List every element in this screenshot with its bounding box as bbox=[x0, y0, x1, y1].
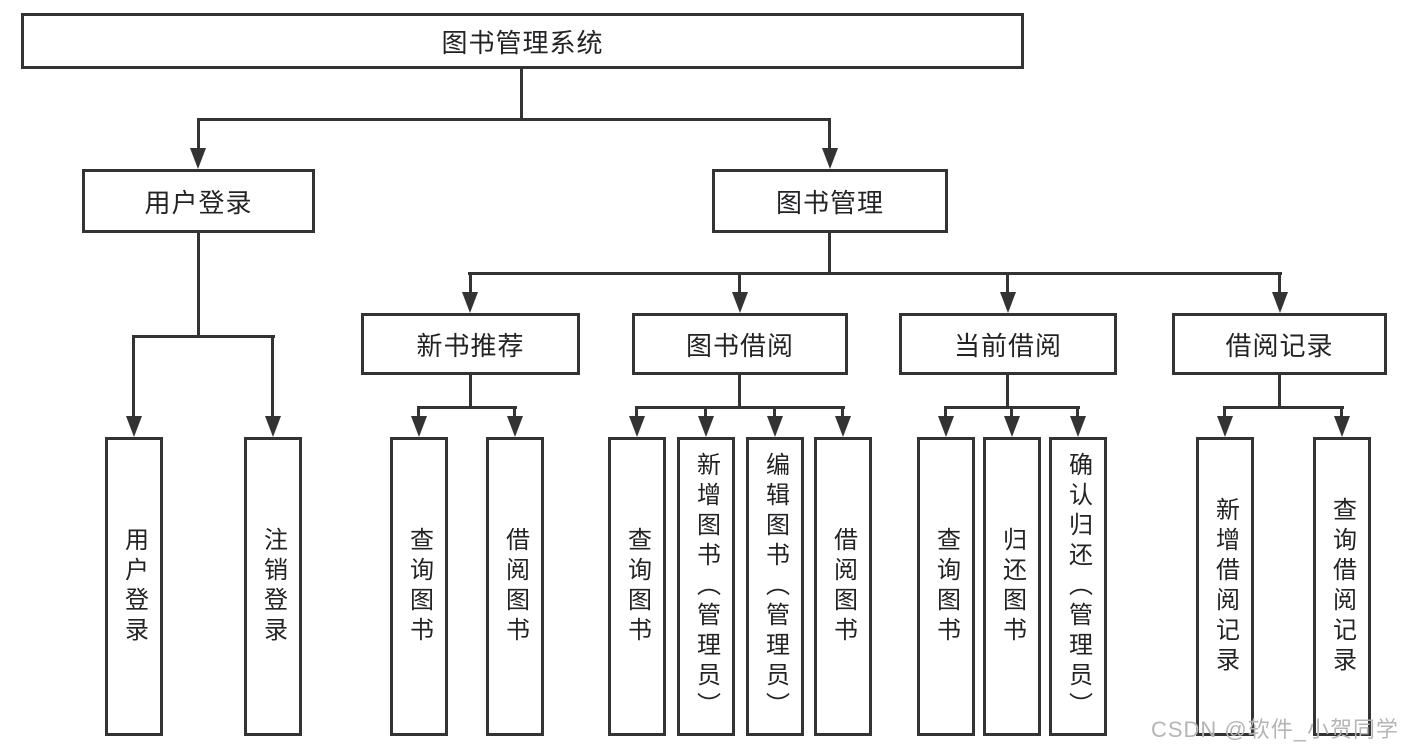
node-book-borrowing: 图书借阅 bbox=[632, 313, 848, 375]
connector-line bbox=[1278, 375, 1281, 406]
arrow-down-icon bbox=[1070, 416, 1086, 437]
arrow-down-icon bbox=[1000, 292, 1016, 313]
connector-line bbox=[1006, 272, 1009, 292]
connector-line bbox=[132, 335, 275, 338]
arrow-down-icon bbox=[1272, 292, 1288, 313]
arrow-down-icon bbox=[1334, 416, 1350, 437]
connector-line bbox=[417, 406, 517, 409]
connector-line bbox=[1278, 272, 1281, 292]
connector-line bbox=[197, 118, 200, 150]
arrow-down-icon bbox=[190, 148, 206, 169]
connector-line bbox=[1223, 406, 1344, 409]
connector-line bbox=[417, 406, 420, 416]
arrow-down-icon bbox=[265, 416, 281, 437]
connector-line bbox=[704, 406, 707, 416]
node-new-book-recommend: 新书推荐 bbox=[361, 313, 580, 375]
arrow-down-icon bbox=[507, 416, 523, 437]
connector-line bbox=[132, 335, 135, 416]
arrow-down-icon bbox=[1004, 416, 1020, 437]
leaf-query-borrow-record: 查询借阅记录 bbox=[1313, 437, 1371, 736]
leaf-query-books-borrowing: 查询图书 bbox=[608, 437, 666, 736]
connector-line bbox=[1223, 406, 1226, 416]
leaf-borrow-books-borrowing: 借阅图书 bbox=[814, 437, 872, 736]
connector-line bbox=[828, 233, 831, 272]
leaf-borrow-books-recommend: 借阅图书 bbox=[486, 437, 544, 736]
leaf-add-books-admin: 新增图书（管理员） bbox=[677, 437, 735, 736]
connector-line bbox=[197, 233, 200, 335]
connector-line bbox=[828, 118, 831, 150]
node-book-management: 图书管理 bbox=[712, 169, 948, 233]
arrow-down-icon bbox=[732, 292, 748, 313]
arrow-down-icon bbox=[698, 416, 714, 437]
arrow-down-icon bbox=[126, 416, 142, 437]
arrow-down-icon bbox=[411, 416, 427, 437]
leaf-add-borrow-record: 新增借阅记录 bbox=[1196, 437, 1254, 736]
connector-line bbox=[469, 272, 472, 292]
leaf-edit-books-admin: 编辑图书（管理员） bbox=[746, 437, 804, 736]
arrow-down-icon bbox=[938, 416, 954, 437]
connector-line bbox=[513, 406, 516, 416]
leaf-confirm-return-admin: 确认归还（管理员） bbox=[1049, 437, 1107, 736]
watermark-text: CSDN @软件_小贺同学 bbox=[1150, 717, 1399, 742]
leaf-user-login: 用户登录 bbox=[105, 437, 163, 736]
connector-line bbox=[841, 406, 844, 416]
leaf-logout-login: 注销登录 bbox=[244, 437, 302, 736]
connector-line bbox=[773, 406, 776, 416]
connector-line bbox=[520, 69, 523, 118]
connector-line bbox=[1076, 406, 1079, 416]
connector-line bbox=[197, 118, 831, 121]
arrow-down-icon bbox=[822, 148, 838, 169]
arrow-down-icon bbox=[629, 416, 645, 437]
node-library-system: 图书管理系统 bbox=[21, 13, 1024, 69]
arrow-down-icon bbox=[835, 416, 851, 437]
arrow-down-icon bbox=[767, 416, 783, 437]
connector-line bbox=[271, 335, 274, 416]
connector-line bbox=[738, 272, 741, 292]
arrow-down-icon bbox=[1217, 416, 1233, 437]
connector-line bbox=[635, 406, 845, 409]
connector-line bbox=[1340, 406, 1343, 416]
node-user-login: 用户登录 bbox=[82, 169, 315, 233]
connector-line bbox=[469, 375, 472, 406]
leaf-query-books-recommend: 查询图书 bbox=[390, 437, 448, 736]
connector-line bbox=[1006, 375, 1009, 406]
connector-line bbox=[738, 375, 741, 406]
leaf-return-books: 归还图书 bbox=[983, 437, 1041, 736]
connector-line bbox=[1010, 406, 1013, 416]
arrow-down-icon bbox=[462, 292, 478, 313]
node-borrowing-records: 借阅记录 bbox=[1172, 313, 1387, 375]
connector-line bbox=[635, 406, 638, 416]
connector-line bbox=[468, 272, 1282, 275]
leaf-query-books-current: 查询图书 bbox=[917, 437, 975, 736]
node-current-borrowing: 当前借阅 bbox=[899, 313, 1117, 375]
connector-line bbox=[944, 406, 947, 416]
